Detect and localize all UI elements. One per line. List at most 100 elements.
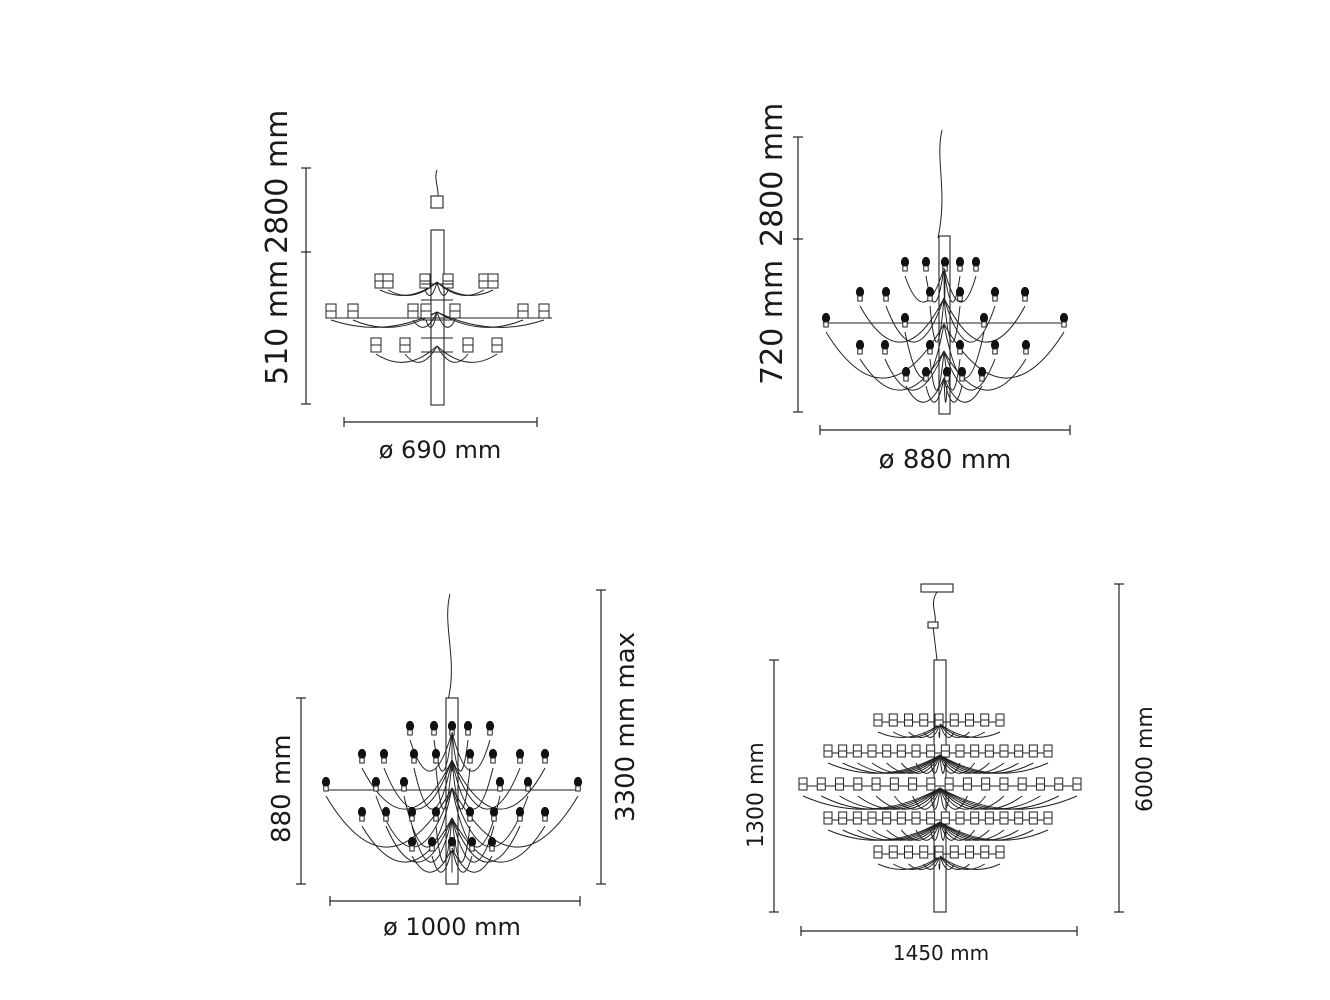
socket (359, 757, 365, 764)
curved-arm (375, 345, 438, 363)
curved-arm (451, 759, 521, 810)
diameter-label: ø 1000 mm (383, 913, 521, 941)
curved-arm (939, 855, 986, 870)
bulb-icon (379, 748, 389, 760)
socket (373, 785, 379, 792)
bulb-icon (925, 339, 935, 351)
socket (973, 265, 979, 272)
curved-arm (436, 311, 456, 328)
socket (409, 815, 415, 822)
curved-arm (939, 754, 1034, 774)
curved-arm (939, 787, 1041, 810)
bulb-icon (357, 806, 367, 818)
socket (433, 757, 439, 764)
socket (902, 265, 908, 272)
curved-arm (912, 787, 941, 810)
chandelier-small-figure: 2800 mm 510 mm ø 690 mm (260, 110, 552, 464)
bulb-icon (515, 748, 525, 760)
socket (957, 265, 963, 272)
curved-arm (436, 311, 524, 328)
curved-arm (939, 821, 1034, 841)
curved-arm (925, 267, 945, 303)
curved-arm (939, 821, 1019, 841)
socket (407, 729, 413, 736)
socket (823, 321, 829, 328)
curved-arm (451, 731, 491, 772)
bulb-icon (381, 806, 391, 818)
curved-arm (915, 754, 941, 774)
arms-and-bulbs (321, 720, 583, 873)
diameter-label: ø 690 mm (379, 436, 502, 464)
curved-arm (451, 817, 521, 863)
curved-arm (424, 281, 438, 296)
bulb-icon (488, 748, 498, 760)
curved-arm (943, 350, 1027, 391)
bulb-icon (495, 776, 505, 788)
socket (902, 321, 908, 328)
bulb-icon (429, 720, 439, 732)
curved-arm (939, 787, 968, 810)
bulb-icon (540, 806, 550, 818)
curved-arm (943, 297, 961, 343)
curved-arm (939, 787, 1078, 810)
socket (429, 845, 435, 852)
socket (467, 757, 473, 764)
suspension-length-label: 2800 mm (755, 103, 790, 247)
socket (401, 785, 407, 792)
bulb-icon (405, 720, 415, 732)
curved-arm (925, 377, 945, 403)
curved-arm (900, 821, 941, 841)
curved-arm (411, 847, 453, 873)
bulb-icon (977, 366, 987, 378)
socket (411, 757, 417, 764)
curved-arm (383, 759, 453, 810)
socket (857, 295, 863, 302)
bulb-icon (881, 286, 891, 298)
curved-arm (939, 723, 986, 738)
curved-arm (451, 759, 471, 810)
bulb-icon (1020, 286, 1030, 298)
bulb-icon (573, 776, 583, 788)
curved-arm (436, 311, 545, 328)
stem-connector (430, 195, 444, 209)
bulb-icon (523, 776, 533, 788)
bulb-icon (901, 366, 911, 378)
curved-arm (938, 723, 941, 738)
bulb-icon (955, 256, 965, 268)
bulb-icon (321, 776, 331, 788)
ceiling-canopy (920, 583, 954, 593)
socket (957, 348, 963, 355)
socket (431, 729, 437, 736)
curved-arm (943, 377, 983, 403)
curved-arm (939, 787, 1005, 810)
socket (497, 785, 503, 792)
curved-arm (904, 267, 945, 303)
curved-arm (436, 345, 498, 363)
socket (469, 845, 475, 852)
socket (487, 729, 493, 736)
socket (323, 785, 329, 792)
curved-arm (436, 281, 494, 296)
bulb-icon (357, 748, 367, 760)
socket (903, 375, 909, 382)
socket (882, 348, 888, 355)
height-label: 510 mm (260, 260, 295, 385)
bulb-icon (955, 286, 965, 298)
bulb-icon (485, 720, 495, 732)
curved-arm (900, 754, 941, 774)
socket (409, 845, 415, 852)
chandelier-large-figure: 880 mm 3300 mm max ø 1000 mm (267, 589, 641, 941)
suspension-cable (937, 129, 943, 239)
curved-arm (943, 350, 996, 391)
socket (359, 815, 365, 822)
bulb-icon (955, 339, 965, 351)
curved-arm (821, 787, 941, 810)
socket (467, 815, 473, 822)
bulb-icon (942, 366, 952, 378)
curved-arm (939, 723, 970, 738)
height-label: 1300 mm (744, 742, 769, 848)
bulb-icon (409, 748, 419, 760)
bulb-icon (957, 366, 967, 378)
socket (944, 375, 950, 382)
